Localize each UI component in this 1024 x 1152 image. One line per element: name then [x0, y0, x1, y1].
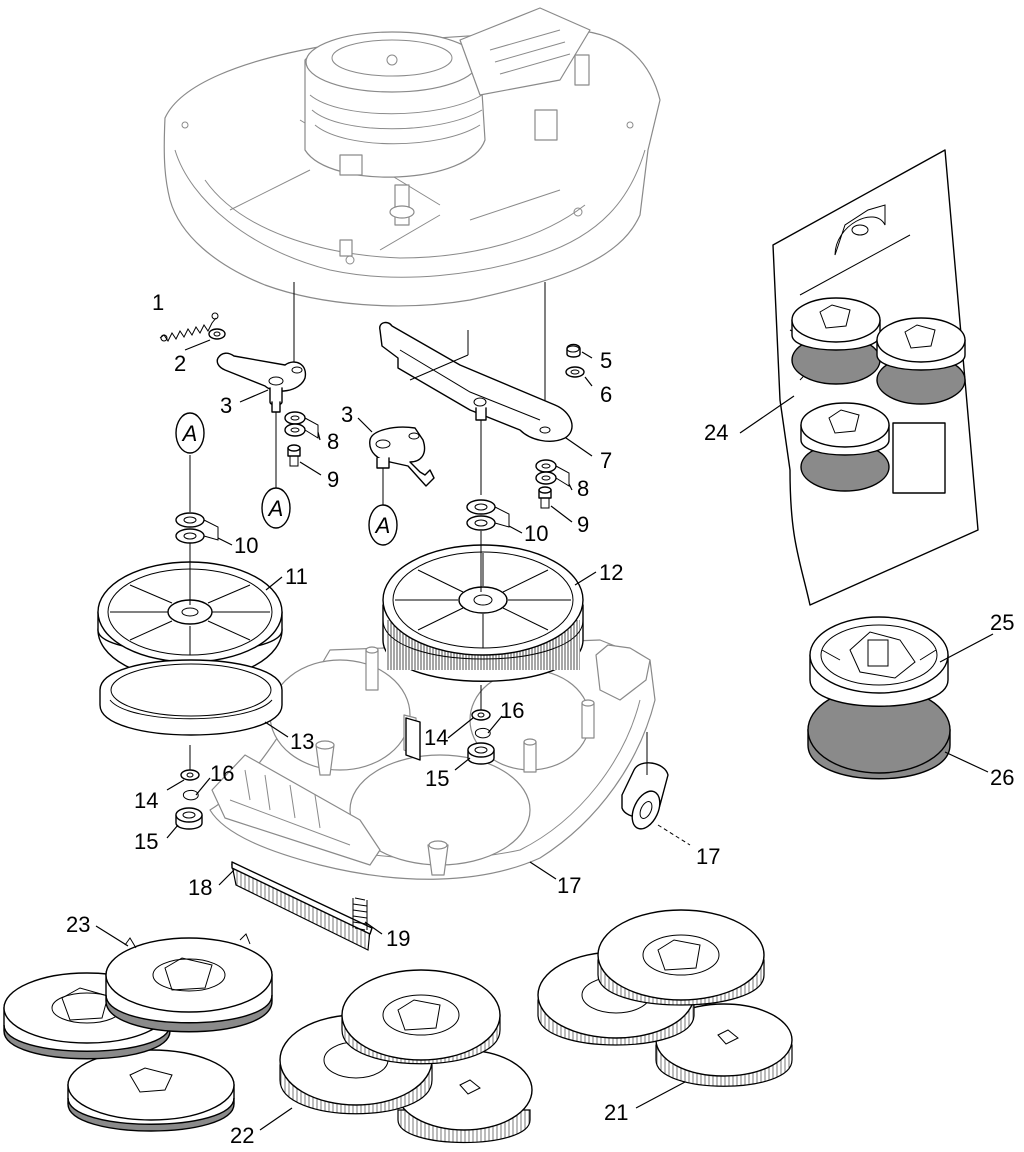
squeegee-strip [231, 861, 373, 951]
roller [621, 762, 669, 830]
brush-set-center [279, 969, 533, 1144]
swivel-lever [216, 352, 307, 413]
washer-pair [466, 499, 510, 531]
washer-pair [284, 411, 319, 439]
pad-package [772, 149, 979, 606]
callout-24: 24 [704, 420, 728, 445]
leader-lines [95, 339, 994, 1131]
callout-5: 5 [600, 348, 612, 373]
guide-sleeve [405, 717, 421, 761]
long-lever [379, 321, 573, 442]
reference-marker-a: A [175, 412, 205, 454]
pad-driver-with-pad [807, 616, 951, 780]
screw [538, 486, 552, 509]
brush-set-right [537, 909, 793, 1087]
reference-marker-a: A [261, 487, 291, 529]
spring [159, 312, 219, 342]
cap-nut [566, 343, 581, 358]
retaining-clip [474, 727, 491, 739]
retaining-clip [182, 789, 199, 801]
callout-14: 14 [134, 788, 158, 813]
washer-pair [175, 512, 219, 544]
callout-16: 16 [210, 761, 234, 786]
callout-1: 1 [152, 290, 164, 315]
bushing [175, 807, 203, 830]
callout-23: 23 [66, 912, 90, 937]
callout-25: 25 [990, 610, 1014, 635]
callout-22: 22 [230, 1123, 254, 1148]
washer [208, 328, 226, 340]
washer [180, 769, 200, 781]
callout-17: 17 [696, 844, 720, 869]
svg-text:A: A [374, 513, 391, 538]
drive-belt [99, 659, 283, 736]
callout-19: 19 [386, 926, 410, 951]
drive-pulley-right [382, 544, 584, 682]
screw [287, 444, 301, 467]
callout-3: 3 [220, 393, 232, 418]
callout-16: 16 [500, 698, 524, 723]
compression-spring [352, 897, 368, 931]
pad-driver-set [3, 933, 273, 1132]
callout-8: 8 [327, 429, 339, 454]
callout-8: 8 [577, 476, 589, 501]
callout-26: 26 [990, 765, 1014, 790]
machine-base [163, 7, 661, 307]
washer [565, 366, 585, 378]
washer [471, 709, 491, 721]
callout-15: 15 [425, 766, 449, 791]
callout-3: 3 [341, 402, 353, 427]
callout-10: 10 [524, 521, 548, 546]
callout-10: 10 [234, 533, 258, 558]
callout-21: 21 [604, 1100, 628, 1125]
swivel-lever [369, 426, 435, 487]
callout-6: 6 [600, 382, 612, 407]
callout-9: 9 [327, 467, 339, 492]
brush-holder-frame [209, 639, 656, 880]
reference-marker-a: A [368, 504, 398, 546]
svg-text:A: A [181, 421, 198, 446]
callout-14: 14 [424, 725, 448, 750]
callout-15: 15 [134, 829, 158, 854]
callout-9: 9 [577, 512, 589, 537]
callout-12: 12 [599, 560, 623, 585]
callout-labels: 1 2 3 3 5 6 7 8 8 9 9 10 10 11 12 13 14 … [66, 290, 1014, 1148]
drive-pulley-left [97, 561, 283, 681]
callout-7: 7 [600, 448, 612, 473]
washer-pair [535, 459, 570, 487]
callout-2: 2 [174, 351, 186, 376]
callout-17: 17 [557, 873, 581, 898]
svg-text:A: A [267, 496, 284, 521]
bushing [467, 742, 495, 765]
callout-13: 13 [290, 729, 314, 754]
callout-11: 11 [285, 564, 308, 589]
callout-18: 18 [188, 875, 212, 900]
